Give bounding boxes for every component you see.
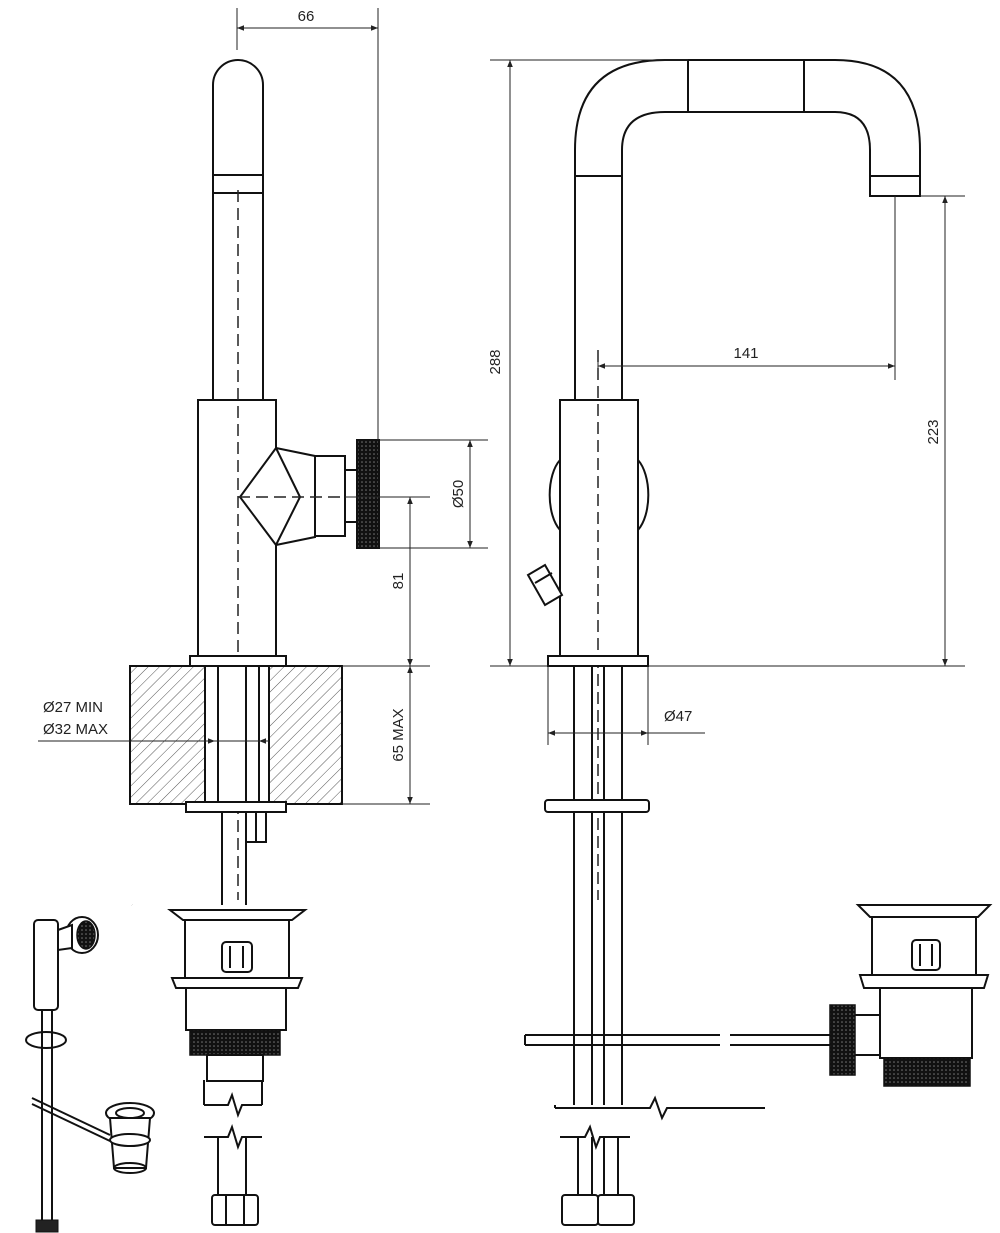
side-hose-nut-right <box>597 1194 635 1226</box>
dim-handle-diameter: Ø50 <box>450 480 467 508</box>
dim-hole-min: Ø27 MIN <box>43 699 103 716</box>
dim-base-diameter: Ø47 <box>664 708 692 725</box>
side-spout-outlet <box>869 175 921 197</box>
front-popup-waste <box>167 909 308 1082</box>
front-hose-nut <box>211 1194 259 1226</box>
front-knurled-handle <box>356 439 380 549</box>
side-spout-sleeve <box>687 59 805 113</box>
dim-lever-height: 81 <box>390 573 407 590</box>
front-fixing-nut <box>185 801 287 813</box>
perspective-preview <box>25 832 155 1233</box>
dim-handle-offset: 66 <box>298 8 315 25</box>
side-base-flange <box>547 655 649 667</box>
dim-overall-height: 288 <box>487 349 504 374</box>
dim-spout-reach: 141 <box>733 345 758 362</box>
dim-spout-height: 223 <box>925 419 942 444</box>
front-base-flange <box>189 655 287 667</box>
side-dimensions <box>490 59 965 745</box>
side-hose-nut-left <box>561 1194 599 1226</box>
front-view <box>129 59 380 1226</box>
dim-deck-thickness: 65 MAX <box>390 708 407 761</box>
side-fixing-plate <box>544 799 650 813</box>
front-dimensions <box>38 8 488 805</box>
side-view <box>524 59 993 1226</box>
side-popup-waste <box>829 904 993 1087</box>
side-popup-lever <box>526 563 564 607</box>
dim-hole-max: Ø32 MAX <box>43 721 108 738</box>
side-main-body <box>559 399 639 657</box>
front-lever-hub <box>314 455 346 537</box>
